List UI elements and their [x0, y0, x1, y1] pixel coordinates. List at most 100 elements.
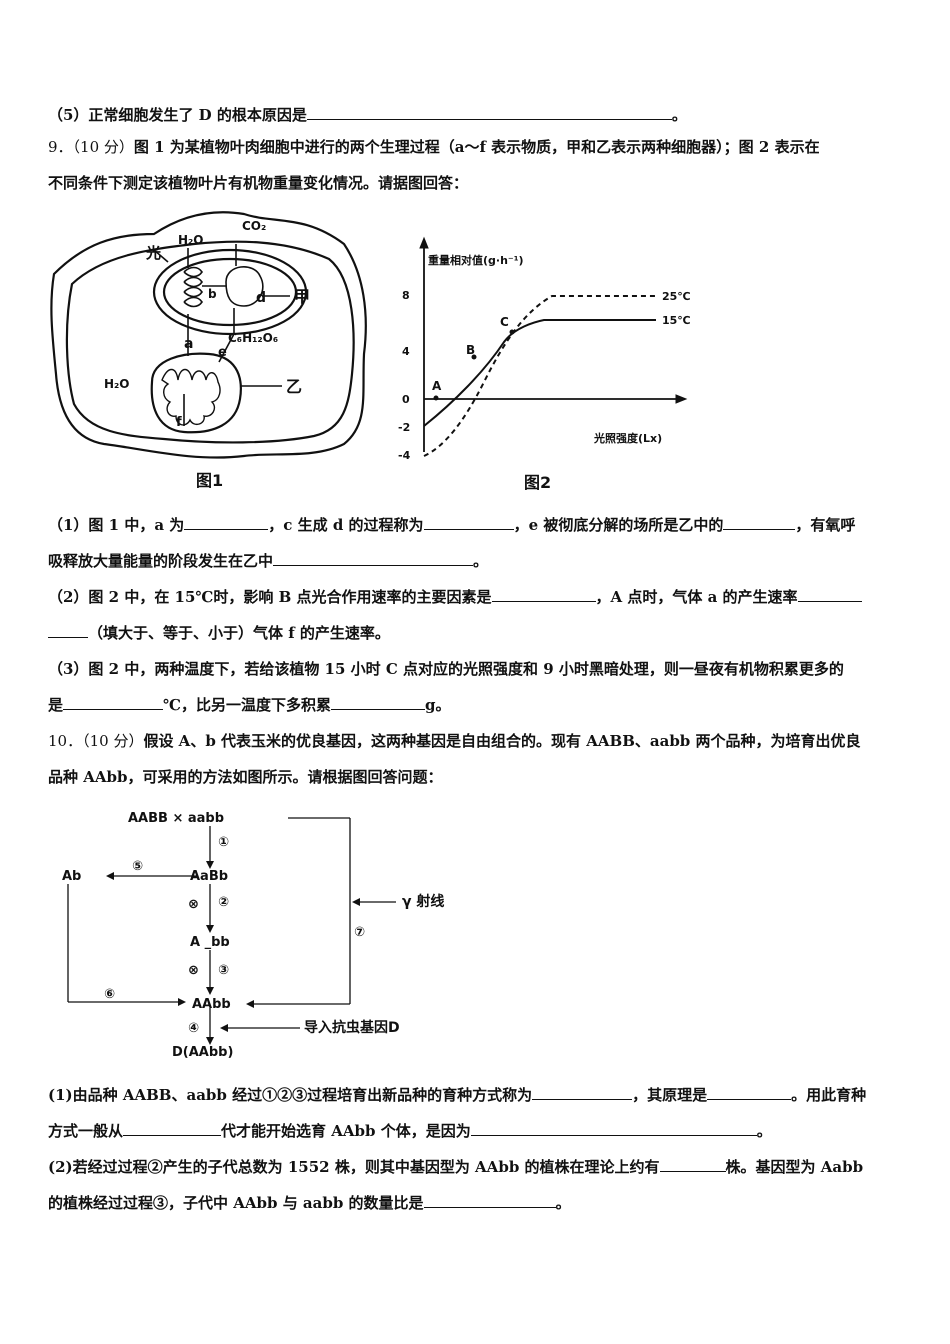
question-number: 9． — [48, 138, 73, 156]
text: ，e 被彻底分解的场所是乙中的 — [513, 516, 724, 534]
step-6: ⑥ — [104, 987, 115, 1002]
stem-text: 图 1 为某植物叶肉细胞中进行的两个生理过程（a～f 表示物质，甲和乙表示两种细… — [133, 138, 820, 156]
label-h2o-left: H₂O — [104, 377, 130, 391]
label-d: d — [256, 290, 266, 306]
text: 。用此育种 — [791, 1086, 867, 1104]
x-axis-arrow-icon — [675, 394, 688, 404]
label-e: e — [218, 345, 227, 360]
text: (1)由品种 AABB、aabb 经过①②③过程培育出新品种的育种方式称为 — [48, 1086, 533, 1104]
text: 。 — [756, 1122, 772, 1140]
answer-blank[interactable] — [123, 1120, 222, 1136]
question-10-stem-line2: 品种 AAbb，可采用的方法如图所示。请根据图回答问题： — [48, 768, 443, 786]
question-score: （10 分） — [72, 138, 134, 156]
step-5: ⑤ — [132, 859, 143, 874]
step-7: ⑦ — [354, 925, 365, 940]
text: 方式一般从 — [48, 1122, 124, 1140]
series-15c-line — [423, 319, 656, 427]
question-9-stem-line1: 9．（10 分）图 1 为某植物叶肉细胞中进行的两个生理过程（a～f 表示物质，… — [48, 136, 908, 158]
step-3: ③ — [218, 963, 229, 978]
text: 吸释放大量能量的阶段发生在乙中 — [48, 552, 274, 570]
figure-2-caption: 图2 — [524, 473, 551, 492]
step-1: ① — [218, 835, 229, 850]
y-axis-label: 重量相对值(g·h⁻¹) — [428, 253, 524, 267]
figure-1-caption: 图1 — [196, 471, 223, 490]
stem-text: 假设 A、b 代表玉米的优良基因，这两种基因是自由组合的。现有 AABB、aab… — [143, 732, 861, 750]
text: ，c 生成 d 的过程称为 — [268, 516, 424, 534]
text: g。 — [425, 696, 451, 714]
self-cross-icon: ⊗ — [188, 897, 199, 912]
answer-blank[interactable] — [423, 514, 514, 530]
label-a: a — [184, 336, 193, 352]
point-a — [433, 395, 439, 401]
q9-part2-line1: （2）图 2 中，在 15℃时，影响 B 点光合作用速率的主要因素是 ，A 点时，… — [48, 586, 908, 608]
text: （1）图 1 中，a 为 — [48, 516, 185, 534]
label-b: b — [208, 287, 217, 301]
y-tick: -4 — [398, 449, 411, 462]
question-8-part5: （5）正常细胞发生了 D 的根本原因是 。 — [48, 104, 908, 126]
x-axis-label: 光照强度(Lx) — [593, 431, 662, 445]
text: （2）图 2 中，在 15℃时，影响 B 点光合作用速率的主要因素是 — [48, 588, 492, 606]
label-h2o-top: H₂O — [178, 233, 204, 247]
answer-blank[interactable] — [532, 1084, 633, 1100]
step-4: ④ — [188, 1021, 199, 1036]
series-label-25c: 25℃ — [662, 290, 691, 303]
y-tick: 0 — [402, 393, 410, 406]
q10-part2-line1: (2)若经过过程②产生的子代总数为 1552 株，则其中基因型为 AAbb 的植… — [48, 1156, 908, 1178]
label-co2: CO₂ — [242, 219, 266, 233]
y-tick: -2 — [398, 421, 410, 434]
point-a-label: A — [432, 379, 442, 393]
q9-part1-line2: 吸释放大量能量的阶段发生在乙中。 — [48, 550, 908, 572]
text: 代才能开始选育 AAbb 个体，是因为 — [221, 1122, 471, 1140]
figure-1-cell-diagram: 光 H₂O CO₂ b d 甲 a e C₆H₁₂O₆ H₂O 乙 f 图1 — [50, 211, 367, 490]
step-2: ② — [218, 895, 229, 910]
genotype-aabb-target: AAbb — [192, 997, 231, 1012]
text: (2)若经过过程②产生的子代总数为 1552 株，则其中基因型为 AAbb 的植… — [48, 1158, 660, 1176]
question-score: （10 分） — [82, 732, 144, 750]
answer-blank[interactable] — [470, 1120, 757, 1136]
cross-parents: AABB × aabb — [128, 811, 224, 826]
answer-blank[interactable] — [306, 104, 672, 120]
question-10-stem-line1: 10．（10 分）假设 A、b 代表玉米的优良基因，这两种基因是自由组合的。现有… — [48, 730, 908, 752]
question-number: 10． — [48, 732, 83, 750]
label-jia: 甲 — [294, 287, 310, 306]
genotype-d: D(AAbb) — [172, 1045, 233, 1060]
y-tick: 4 — [402, 345, 410, 358]
point-c-label: C — [500, 315, 509, 329]
q8-5-text: （5）正常细胞发生了 D 的根本原因是 — [48, 106, 307, 124]
text: 的植株经过过程③，子代中 AAbb 与 aabb 的数量比是 — [48, 1194, 424, 1212]
genotype-ab: Ab — [62, 869, 81, 884]
q9-part2-line2: （填大于、等于、小于）气体 f 的产生速率。 — [48, 622, 908, 644]
text: （填大于、等于、小于）气体 f 的产生速率。 — [88, 624, 390, 642]
q10-part1-line2: 方式一般从 代才能开始选育 AAbb 个体，是因为 。 — [48, 1120, 908, 1142]
answer-blank[interactable] — [48, 622, 88, 638]
answer-blank[interactable] — [707, 1084, 792, 1100]
point-b — [471, 354, 477, 360]
label-f: f — [176, 415, 182, 430]
answer-blank[interactable] — [273, 550, 474, 566]
figure-2-line-chart: 重量相对值(g·h⁻¹) 8 4 0 -2 -4 A B C 25℃ 15℃ 光… — [398, 236, 691, 492]
answer-blank[interactable] — [659, 1156, 726, 1172]
breeding-flow-diagram: AABB × aabb ① AaBb Ab ⑤ ⊗ ② A _bb ⊗ ③ ⑥ … — [62, 811, 444, 1060]
point-b-label: B — [466, 343, 475, 357]
q9-part1-line1: （1）图 1 中，a 为 ，c 生成 d 的过程称为 ，e 被彻底分解的场所是乙中的… — [48, 514, 908, 536]
genotype-a-bb: A _bb — [190, 935, 230, 950]
text: ，其原理是 — [632, 1086, 708, 1104]
text: ，A 点时，气体 a 的产生速率 — [595, 588, 798, 606]
answer-blank[interactable] — [63, 694, 164, 710]
genotype-aabb-f1: AaBb — [190, 869, 228, 884]
q10-part2-line2: 的植株经过过程③，子代中 AAbb 与 aabb 的数量比是 。 — [48, 1192, 908, 1214]
answer-blank[interactable] — [423, 1192, 556, 1208]
series-label-15c: 15℃ — [662, 314, 691, 327]
question-9-stem-line2: 不同条件下测定该植物叶片有机物重量变化情况。请据图回答： — [48, 174, 469, 192]
answer-blank[interactable] — [797, 586, 862, 602]
answer-blank[interactable] — [723, 514, 796, 530]
text: 是 — [48, 696, 64, 714]
text: 。 — [555, 1194, 571, 1212]
answer-blank[interactable] — [184, 514, 269, 530]
text: 株。基因型为 Aabb — [725, 1158, 864, 1176]
punct: 。 — [671, 106, 687, 124]
answer-blank[interactable] — [331, 694, 425, 710]
q9-part3-line1: （3）图 2 中，两种温度下，若给该植物 15 小时 C 点对应的光照强度和 9… — [48, 660, 844, 678]
answer-blank[interactable] — [491, 586, 596, 602]
